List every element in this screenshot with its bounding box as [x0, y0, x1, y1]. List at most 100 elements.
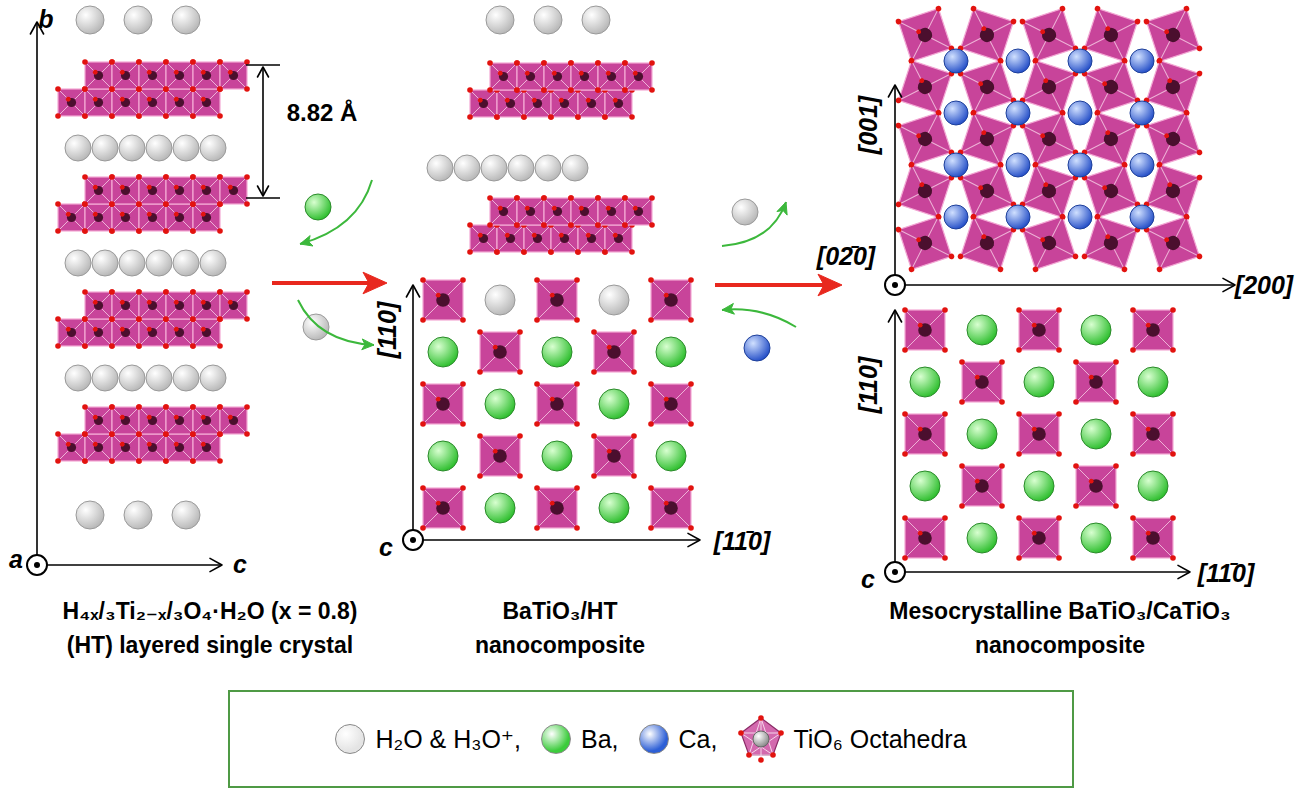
- oxygen-atom: [109, 458, 115, 464]
- axis-label: a: [9, 546, 23, 574]
- titanium-atom: [1164, 182, 1182, 200]
- oxygen-atom: [575, 114, 581, 120]
- titanium-atom: [1040, 78, 1058, 96]
- octahedron-face: [651, 280, 691, 320]
- oxygen-atom: [1059, 5, 1066, 12]
- octahedron-edge: [480, 332, 520, 372]
- oxygen-atom: [688, 485, 694, 491]
- octahedron-edge: [85, 177, 112, 204]
- oxygen-atom: [622, 87, 628, 93]
- oxygen-atom: [568, 195, 574, 201]
- octahedron: [648, 381, 694, 427]
- oxygen-atom: [908, 161, 915, 168]
- oxygen-atom: [978, 81, 984, 87]
- water-sphere: [124, 501, 152, 529]
- octahedron-face: [571, 198, 598, 225]
- oxygen-atom: [190, 431, 196, 437]
- oxygen-atom: [109, 86, 115, 92]
- legend-swatch: [639, 724, 669, 754]
- oxygen-atom: [436, 397, 441, 402]
- oxygen-atom: [436, 501, 441, 506]
- oxygen-atom: [163, 343, 169, 349]
- oxygen-atom: [1016, 451, 1022, 457]
- process-arrow: [272, 281, 371, 285]
- titanium-atom: [664, 293, 678, 307]
- oxygen-atom: [895, 97, 902, 104]
- octahedron: [1016, 307, 1062, 353]
- oxygen-atom: [534, 421, 540, 427]
- oxygen-atom: [902, 451, 908, 457]
- arrowhead: [722, 303, 734, 314]
- oxygen-atom: [217, 458, 223, 464]
- water-sphere: [599, 285, 629, 315]
- oxygen-atom: [244, 59, 250, 65]
- oxygen-atom: [1130, 555, 1136, 561]
- octahedron-face: [497, 90, 524, 117]
- octahedron-face: [193, 89, 220, 116]
- oxygen-atom: [82, 404, 88, 410]
- oxygen-atom: [494, 114, 500, 120]
- octahedron: [534, 277, 580, 323]
- oxygen-atom: [109, 289, 115, 295]
- oxygen-atom: [109, 86, 115, 92]
- octahedron-edge: [905, 518, 945, 558]
- oxygen-atom: [1059, 213, 1066, 220]
- oxygen-atom: [136, 201, 142, 207]
- oxygen-atom: [595, 87, 601, 93]
- oxygen-atom: [902, 555, 908, 561]
- octahedron-face: [899, 113, 952, 166]
- titanium-atom: [1040, 26, 1058, 44]
- octahedron-face: [1147, 217, 1200, 270]
- octahedron-edge: [85, 407, 112, 434]
- oxygen-atom: [541, 60, 547, 66]
- oxygen-atom: [174, 97, 179, 102]
- oxygen-atom: [201, 300, 206, 305]
- octahedron-face: [625, 63, 652, 90]
- oxygen-atom: [514, 222, 520, 228]
- oxygen-atom: [93, 97, 98, 102]
- octahedron-edge: [961, 165, 1014, 218]
- oxygen-atom: [568, 222, 574, 228]
- octahedron-edge: [220, 177, 247, 204]
- oxygen-atom: [550, 397, 555, 402]
- oxygen-atom: [591, 329, 597, 335]
- octahedron: [591, 433, 637, 479]
- barium-sphere: [656, 337, 686, 367]
- octahedron: [575, 222, 608, 255]
- barium-sphere: [967, 419, 997, 449]
- octahedron: [467, 87, 500, 120]
- arrowhead: [300, 236, 313, 246]
- oxygen-atom: [190, 86, 196, 92]
- oxygen-atom: [163, 86, 169, 92]
- oxygen-atom: [575, 249, 581, 255]
- oxygen-atom: [136, 201, 142, 207]
- octahedron-face: [899, 9, 952, 62]
- octahedron-face: [1085, 9, 1138, 62]
- oxygen-atom: [918, 531, 923, 536]
- octahedron-edge: [598, 198, 625, 225]
- oxygen-atom: [534, 317, 540, 323]
- titanium-atom: [916, 78, 934, 96]
- octahedron: [109, 431, 142, 464]
- octahedron-edge: [166, 434, 193, 461]
- oxygen-atom: [1016, 347, 1022, 353]
- oxygen-atom: [957, 253, 964, 260]
- arrowhead: [818, 274, 842, 296]
- oxygen-atom: [1156, 266, 1163, 273]
- water-sphere: [119, 250, 145, 276]
- oxygen-atom: [602, 114, 608, 120]
- octahedron: [190, 59, 223, 92]
- octahedron: [136, 289, 169, 322]
- oxygen-atom: [1059, 109, 1066, 116]
- titanium-atom: [753, 731, 769, 747]
- oxygen-atom: [514, 60, 520, 66]
- octahedron-face: [1147, 61, 1200, 114]
- barium-sphere: [967, 315, 997, 345]
- oxygen-atom: [477, 473, 483, 479]
- octahedron: [163, 431, 196, 464]
- oxygen-atom: [190, 86, 196, 92]
- oxygen-atom: [109, 431, 115, 437]
- oxygen-atom: [136, 113, 142, 119]
- oxygen-atom: [607, 345, 612, 350]
- oxygen-atom: [779, 730, 785, 736]
